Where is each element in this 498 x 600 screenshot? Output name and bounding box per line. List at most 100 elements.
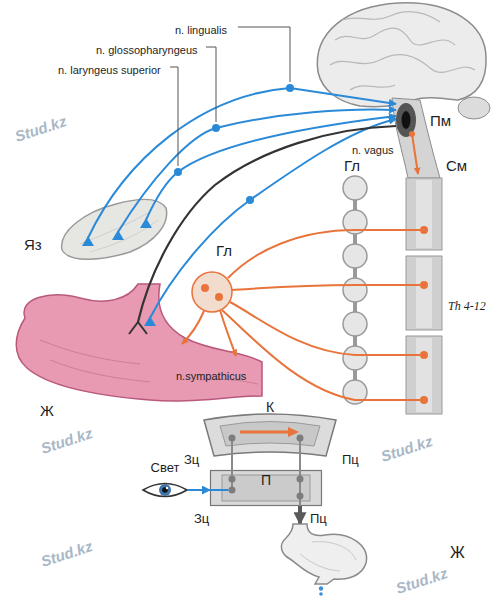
structure-label-holder: Гл [216, 242, 232, 260]
structure-label: Гл [216, 242, 232, 259]
cord-neuron [420, 281, 428, 289]
node-label: П [261, 472, 271, 488]
watermark: Stud.kz [39, 424, 95, 457]
sensory-ganglion [212, 124, 220, 132]
organ-label-holder: Ж [40, 402, 54, 420]
cord-neurons [409, 131, 428, 404]
nerve-name-holder: n.sympathicus [176, 366, 246, 384]
centre-label-holder: Пц [310, 509, 327, 527]
secretion-drop [319, 586, 323, 590]
afferent-nerve [88, 88, 396, 238]
medulla-core [402, 111, 411, 129]
cortical-link [240, 431, 288, 434]
neuron-dot [229, 487, 236, 494]
centre-label-holder: Зц [184, 450, 199, 468]
cortex-outline [204, 414, 336, 456]
structure-label: См [446, 157, 467, 174]
cord-core [416, 258, 432, 328]
nerve-name-holder: n. lingualis [175, 20, 227, 38]
secretion-arrow [298, 506, 302, 524]
node-label: Ж [450, 544, 465, 562]
nerve-name: n. lingualis [175, 24, 227, 37]
ganglion-to-stomach [182, 310, 236, 356]
eye-outline [143, 484, 187, 497]
nerve-name-holder: n. vagus [352, 140, 394, 158]
leader-line [206, 47, 216, 122]
afferent-nerve [118, 110, 396, 232]
receptor [140, 218, 152, 228]
centre-label: Зц [194, 512, 209, 527]
sensory-ganglion [246, 196, 254, 204]
sympathetic-fibre [230, 302, 420, 355]
watermark-holder: Stud.kz [40, 432, 93, 450]
receptor [112, 230, 124, 240]
watermark-holder: Stud.kz [14, 120, 67, 138]
structure-label-holder: Пм [430, 112, 451, 130]
chain-ganglion [343, 244, 367, 268]
efferent-link [299, 458, 301, 470]
sensory-ganglion [174, 168, 182, 176]
centre-label-holder: Пц [342, 450, 359, 468]
watermark: Stud.kz [13, 112, 69, 145]
watermark: Stud.kz [379, 432, 435, 465]
sympathetic-fibre [232, 285, 420, 290]
neuron-dot [297, 493, 304, 500]
cord-segment [406, 178, 442, 250]
nerve-name: n.sympathicus [176, 370, 246, 383]
structure-label: Пм [430, 112, 451, 129]
nerve-name-holder: n. laryngeus superior [58, 60, 161, 78]
neuron-dot [229, 435, 236, 442]
neuron-dot [297, 476, 304, 483]
brain-gyri [330, 12, 475, 90]
subcortex-box: П [210, 470, 322, 506]
chain-ganglion [343, 312, 367, 336]
segment-label: Th 4-12 [448, 300, 486, 314]
cortex-inner [220, 422, 320, 447]
neuron-dot [229, 476, 236, 483]
pupil [162, 487, 168, 493]
chain-ganglia [343, 176, 367, 404]
structure-label-holder: Гл [344, 157, 360, 175]
vagus-terminal [129, 322, 147, 334]
watermark: Stud.kz [39, 537, 95, 570]
afferent-nerve [150, 119, 396, 318]
ganglion-neuron [201, 284, 209, 292]
input-lead [210, 489, 229, 491]
subcortex-outline [211, 471, 322, 506]
centre-label: Зц [184, 453, 199, 468]
sympathetic-fibre [182, 311, 204, 344]
celiac-ganglion [192, 272, 232, 312]
cerebellum [458, 97, 490, 119]
watermark-holder: Stud.kz [380, 440, 433, 458]
medulla [396, 103, 416, 137]
organ-label: Ж [40, 402, 54, 419]
cerebrum [317, 3, 486, 107]
leader-line [170, 67, 178, 166]
spinal-cord [406, 178, 442, 414]
chain-ganglion [343, 346, 367, 370]
sensory-ganglia [174, 84, 294, 204]
leader-line [238, 27, 290, 82]
afferent-link [231, 458, 233, 470]
segment-label-holder: Th 4-12 [448, 296, 486, 314]
cord-core [416, 180, 432, 248]
cord-segment [406, 256, 442, 330]
cortex-box: К [200, 398, 340, 458]
cord-neuron [420, 351, 428, 359]
receptor [82, 236, 94, 246]
structure-label: Гл [344, 157, 360, 174]
stomach-folds [40, 340, 258, 384]
nerve-name: n. glossopharyngeus [96, 44, 198, 57]
node-label: К [266, 399, 274, 415]
secretion-drop [319, 592, 323, 596]
light-signal-arrow [194, 489, 210, 491]
organ-label-holder: Яз [24, 236, 42, 254]
receptors [82, 218, 156, 326]
neuron-dot [297, 435, 304, 442]
chain-ganglion [343, 278, 367, 302]
watermark: Stud.kz [394, 564, 450, 597]
